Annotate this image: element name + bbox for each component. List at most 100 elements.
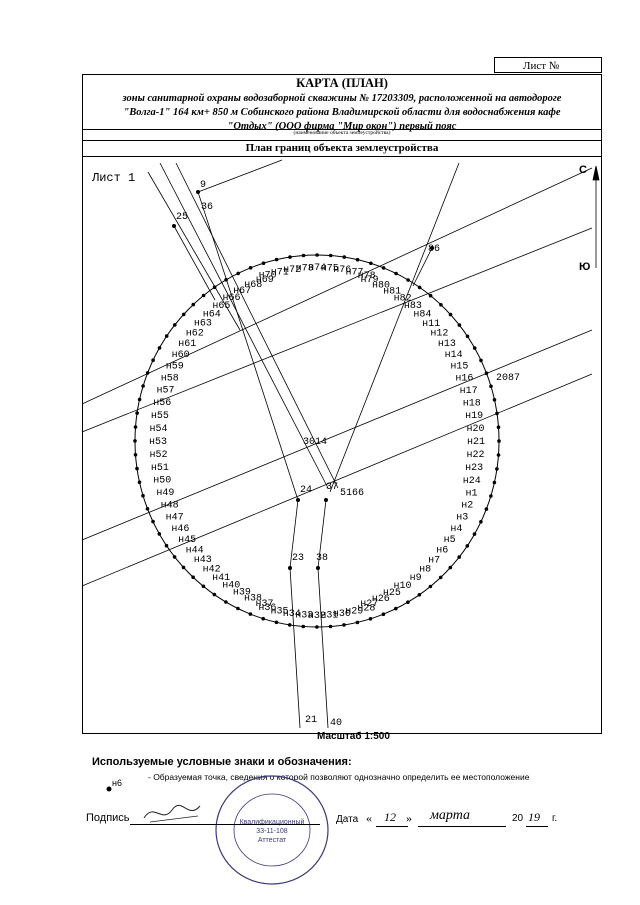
boundary-point-marker (133, 439, 137, 443)
date-underline (376, 826, 408, 827)
boundary-point-marker (135, 411, 139, 415)
boundary-point-label: н27 (360, 599, 378, 610)
boundary-point-marker (428, 584, 433, 589)
boundary-point-marker (489, 494, 493, 498)
stamp-text: 33-11-108 (256, 828, 288, 835)
boundary-point-label: н56 (153, 398, 171, 409)
date-year-suffix: 19 (528, 810, 540, 824)
boundary-point-label: н14 (445, 350, 463, 361)
boundary-point-marker (164, 543, 169, 548)
boundary-point-marker (489, 384, 493, 389)
sheet-number-box: Лист № (494, 57, 602, 73)
boundary-point-marker (381, 266, 386, 270)
boundary-point-marker (369, 261, 373, 266)
boundary-point-marker (301, 253, 306, 258)
boundary-point-marker (145, 507, 150, 511)
point-marker (196, 190, 200, 194)
boundary-point-label: н63 (194, 319, 212, 330)
boundary-line (173, 225, 216, 301)
boundary-point-marker (484, 507, 489, 511)
boundary-line (412, 247, 433, 287)
boundary-point-label: н73 (296, 264, 314, 275)
boundary-point-label: н66 (223, 293, 241, 304)
boundary-point-label: н78 (358, 271, 376, 282)
boundary-point-marker (417, 285, 422, 290)
boundary-point-marker (457, 555, 462, 559)
boundary-point-label: н23 (465, 463, 483, 474)
boundary-point-marker (495, 411, 499, 416)
boundary-point-label: н28 (357, 603, 375, 614)
boundary-point-label: н33 (295, 611, 313, 622)
boundary-point-marker (141, 493, 145, 498)
boundary-point-label: н49 (156, 488, 174, 499)
boundary-point-label: н46 (171, 524, 189, 535)
boundary-point-marker (287, 623, 292, 627)
boundary-point-label: н20 (466, 424, 484, 435)
boundary-point-label: н41 (212, 573, 230, 584)
boundary-point-label: н7 (428, 556, 440, 567)
boundary-point-label: н32 (308, 611, 326, 622)
boundary-point-marker (164, 334, 169, 338)
boundary-point-marker (141, 384, 145, 388)
boundary-point-label: н45 (178, 535, 196, 546)
boundary-point-marker (151, 519, 155, 524)
boundary-point-marker (417, 593, 422, 597)
road-line (81, 329, 593, 541)
north-arrow-head (592, 165, 600, 181)
boundary-point-label: н8 (419, 565, 431, 576)
boundary-point-label: н59 (166, 361, 184, 372)
boundary-point-label: н71 (271, 267, 289, 278)
boundary-point-marker (472, 532, 477, 536)
boundary-point-label: н38 (244, 594, 262, 605)
boundary-point-marker (151, 358, 155, 363)
boundary-point-label: н80 (372, 280, 390, 291)
boundary-line (317, 499, 327, 569)
boundary-point-label: н5 (444, 535, 456, 546)
boundary-point-label: н35 (270, 607, 288, 618)
boundary-point-label: н72 (283, 265, 301, 276)
road-line (81, 167, 593, 405)
boundary-point-marker (236, 271, 240, 276)
boundary-point-marker (261, 616, 266, 621)
boundary-point-marker (261, 261, 266, 266)
scale-label: Масштаб 1:500 (317, 731, 390, 742)
boundary-point-marker (315, 253, 319, 257)
boundary-point-label: н77 (345, 267, 363, 278)
boundary-point-label: н6 (436, 546, 448, 557)
boundary-point-label: н10 (393, 581, 411, 592)
boundary-point-marker (496, 425, 501, 430)
boundary-point-label: н1 (465, 488, 477, 499)
point-label: 3014 (303, 437, 328, 448)
point-label: 86 (428, 244, 441, 255)
boundary-point-marker (236, 606, 240, 611)
boundary-point-marker (394, 271, 398, 276)
boundary-point-marker (355, 620, 360, 625)
boundary-point-label: н50 (153, 476, 171, 487)
boundary-point-marker (201, 293, 206, 298)
point-marker (316, 566, 320, 570)
boundary-point-marker (133, 453, 138, 457)
boundary-point-marker (381, 612, 386, 616)
boundary-point-marker (497, 439, 501, 443)
boundary-point-marker (406, 278, 410, 282)
boundary-point-label: н74 (308, 263, 326, 274)
boundary-point-marker (328, 253, 333, 258)
point-label: 2087 (496, 373, 521, 384)
point-marker (296, 498, 300, 502)
boundary-point-label: н15 (450, 362, 468, 373)
boundary-point-marker (428, 293, 433, 298)
point-marker (172, 224, 176, 228)
boundary-point-marker (274, 620, 279, 625)
boundary-point-label: н12 (430, 329, 448, 340)
boundary-point-label: н29 (345, 607, 363, 618)
boundary-point-label: н40 (222, 581, 240, 592)
boundary-line (289, 499, 299, 569)
boundary-point-marker (301, 624, 306, 629)
boundary-point-marker (448, 565, 453, 570)
date-year-prefix: 20 (512, 813, 524, 824)
boundary-point-label: н70 (259, 271, 277, 282)
boundary-point-label: н60 (172, 350, 190, 361)
north-label: С (579, 164, 587, 176)
boundary-point-marker (212, 592, 217, 597)
boundary-point-marker (224, 278, 228, 282)
